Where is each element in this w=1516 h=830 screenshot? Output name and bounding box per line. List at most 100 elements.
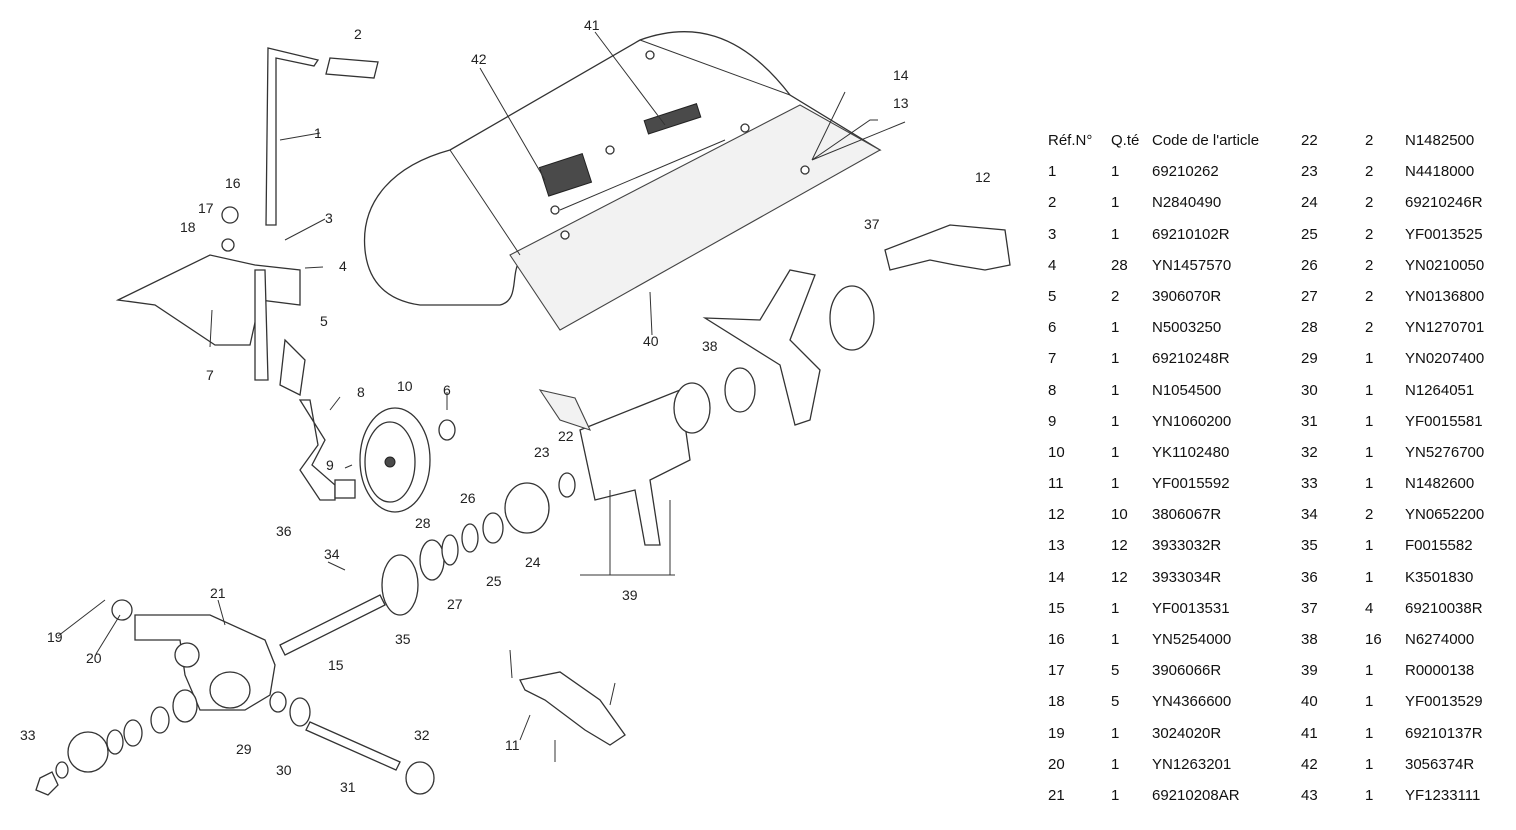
callout-6: 6 [443,382,451,398]
cell-ref: 27 [1301,287,1318,305]
callout-40: 40 [643,333,659,349]
cell-qty: 10 [1111,506,1128,524]
cell-qty: 4 [1365,599,1374,617]
cell-ref: 7 [1048,350,1057,368]
cell-qty: 1 [1365,475,1374,493]
cell-qty: 1 [1111,194,1120,212]
cell-qty: 1 [1111,599,1120,617]
cell-code: 69210262 [1152,163,1219,181]
callout-8: 8 [357,384,365,400]
cell-code: 69210246R [1405,194,1483,212]
cell-qty: 1 [1365,443,1374,461]
cell-code: N1264051 [1405,381,1475,399]
cell-code: N4418000 [1405,163,1475,181]
cell-code: 3906066R [1152,662,1222,680]
cell-qty: 2 [1111,287,1120,305]
callout-28: 28 [415,515,431,531]
cell-qty: 1 [1111,724,1120,742]
callout-27: 27 [447,596,463,612]
cell-code: YF0015592 [1152,475,1230,493]
cell-ref: 23 [1301,163,1318,181]
header-code: Code de l'article [1152,132,1260,149]
cell-qty: 1 [1111,350,1120,368]
cell-code: 69210208AR [1152,786,1240,804]
cell-qty: 1 [1365,724,1374,742]
cell-code: YN0207400 [1405,350,1485,368]
cell-code: 69210248R [1152,350,1230,368]
cell-code: 3906070R [1152,287,1222,305]
cell-code: YN1270701 [1405,319,1485,337]
cell-code: 3056374R [1405,755,1475,773]
cell-qty: 1 [1365,786,1374,804]
cell-qty: 5 [1111,662,1120,680]
cell-qty: 2 [1365,256,1374,274]
cell-code: YN0652200 [1405,506,1485,524]
cell-code: 3933032R [1152,537,1222,555]
cell-ref: 9 [1048,412,1057,430]
cell-qty: 2 [1365,194,1374,212]
cell-ref: 15 [1048,599,1065,617]
cell-qty: 1 [1365,350,1374,368]
cell-ref: 41 [1301,724,1318,742]
cell-code: N1482600 [1405,475,1475,493]
cell-ref: 18 [1048,693,1065,711]
callout-13: 13 [893,95,909,111]
cell-qty: 1 [1365,755,1374,773]
cell-code: K3501830 [1405,568,1474,586]
cell-qty: 2 [1365,132,1374,149]
callout-30: 30 [276,762,292,778]
cell-qty: 2 [1365,319,1374,337]
cell-code: YF0015581 [1405,412,1483,430]
lower-shaft [35,689,435,796]
cell-ref: 25 [1301,225,1318,243]
callout-38: 38 [702,338,718,354]
cell-ref: 1 [1048,163,1057,181]
cell-code: YN4366600 [1152,693,1232,711]
cell-ref: 24 [1301,194,1318,212]
cell-code: F0015582 [1405,537,1473,555]
cell-code: N6274000 [1405,631,1475,648]
callout-32: 32 [414,727,430,743]
cell-code: YN1457570 [1152,256,1232,274]
cell-code: YF0013531 [1152,599,1230,617]
cell-qty: 12 [1111,537,1128,555]
cell-ref: 11 [1048,475,1064,493]
drive-shaft [279,472,576,656]
cell-ref: 2 [1048,194,1057,212]
tiller-hood [363,31,882,331]
depth-lever [265,47,379,226]
cell-ref: 33 [1301,475,1318,493]
cell-ref: 34 [1301,506,1318,524]
cell-ref: 3 [1048,225,1057,243]
cell-qty: 1 [1111,412,1120,430]
mounting-bracket [115,206,306,396]
cell-qty: 1 [1365,568,1374,586]
cell-code: 69210102R [1152,225,1230,243]
cell-code: 69210137R [1405,724,1483,742]
callout-19: 19 [47,629,63,645]
cell-code: YN0210050 [1405,256,1485,274]
cell-code: 3933034R [1152,568,1222,586]
callout-26: 26 [460,490,476,506]
cell-ref: 40 [1301,693,1318,711]
cell-qty: 1 [1111,319,1120,337]
cell-ref: 14 [1048,568,1065,586]
cell-ref: 37 [1301,599,1318,617]
callout-21: 21 [210,585,226,601]
exploded-parts-diagram: 1 2 3 4 5 7 8 9 10 6 11 12 13 14 15 16 1… [20,17,1011,796]
cell-code: YK1102480 [1152,443,1230,461]
callout-25: 25 [486,573,502,589]
cell-ref: 35 [1301,537,1318,555]
cell-ref: 29 [1301,350,1318,368]
cell-ref: 6 [1048,319,1057,337]
callout-18: 18 [180,219,196,235]
callout-23: 23 [534,444,550,460]
cell-ref: 26 [1301,256,1318,274]
cell-qty: 1 [1365,662,1374,680]
cell-code: YN0136800 [1405,287,1485,305]
cell-ref: 22 [1301,132,1318,149]
cell-ref: 8 [1048,381,1057,399]
cell-code: 3024020R [1152,724,1222,742]
callout-9: 9 [326,457,334,473]
